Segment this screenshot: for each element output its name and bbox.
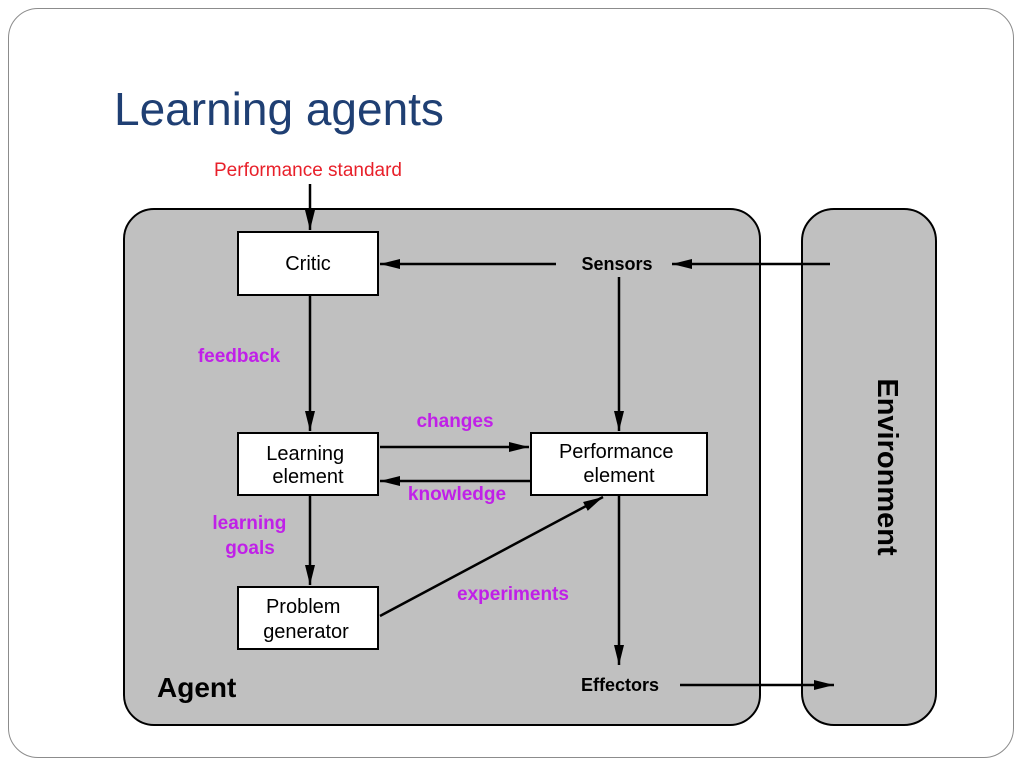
- learning-element-label: Learning element: [266, 443, 349, 488]
- learning-goals-label-line2: goals: [225, 538, 275, 559]
- learning-element-label-line1: Learning: [266, 443, 344, 465]
- performance-element-label-line1: Performance: [559, 441, 674, 463]
- environment-panel: [801, 208, 937, 726]
- performance-standard-label: Performance standard: [214, 160, 402, 181]
- sensors-label: Sensors: [581, 254, 652, 274]
- problem-generator-label-line2: generator: [263, 621, 349, 643]
- environment-label: Environment: [871, 378, 903, 556]
- knowledge-label: knowledge: [408, 484, 506, 505]
- problem-generator-label-line1: Problem: [266, 596, 340, 618]
- changes-label: changes: [416, 411, 493, 432]
- learning-element-label-line2: element: [272, 466, 344, 488]
- experiments-label: experiments: [457, 584, 569, 605]
- problem-generator-label: Problem generator: [263, 596, 349, 643]
- performance-element-label: Performance element: [559, 441, 679, 487]
- performance-element-label-line2: element: [583, 465, 655, 487]
- learning-goals-label-line1: learning: [212, 513, 286, 534]
- performance-element-box: [530, 432, 708, 496]
- effectors-label: Effectors: [581, 675, 659, 695]
- agent-label: Agent: [157, 672, 236, 703]
- learning-element-box: [237, 432, 379, 496]
- critic-label: Critic: [285, 253, 331, 275]
- experiments-arrow: [379, 495, 604, 618]
- slide-title: Learning agents: [114, 83, 444, 135]
- critic-box: [237, 231, 379, 296]
- feedback-label: feedback: [198, 346, 281, 367]
- learning-goals-label: learning goals: [212, 513, 291, 559]
- problem-generator-box: [237, 586, 379, 650]
